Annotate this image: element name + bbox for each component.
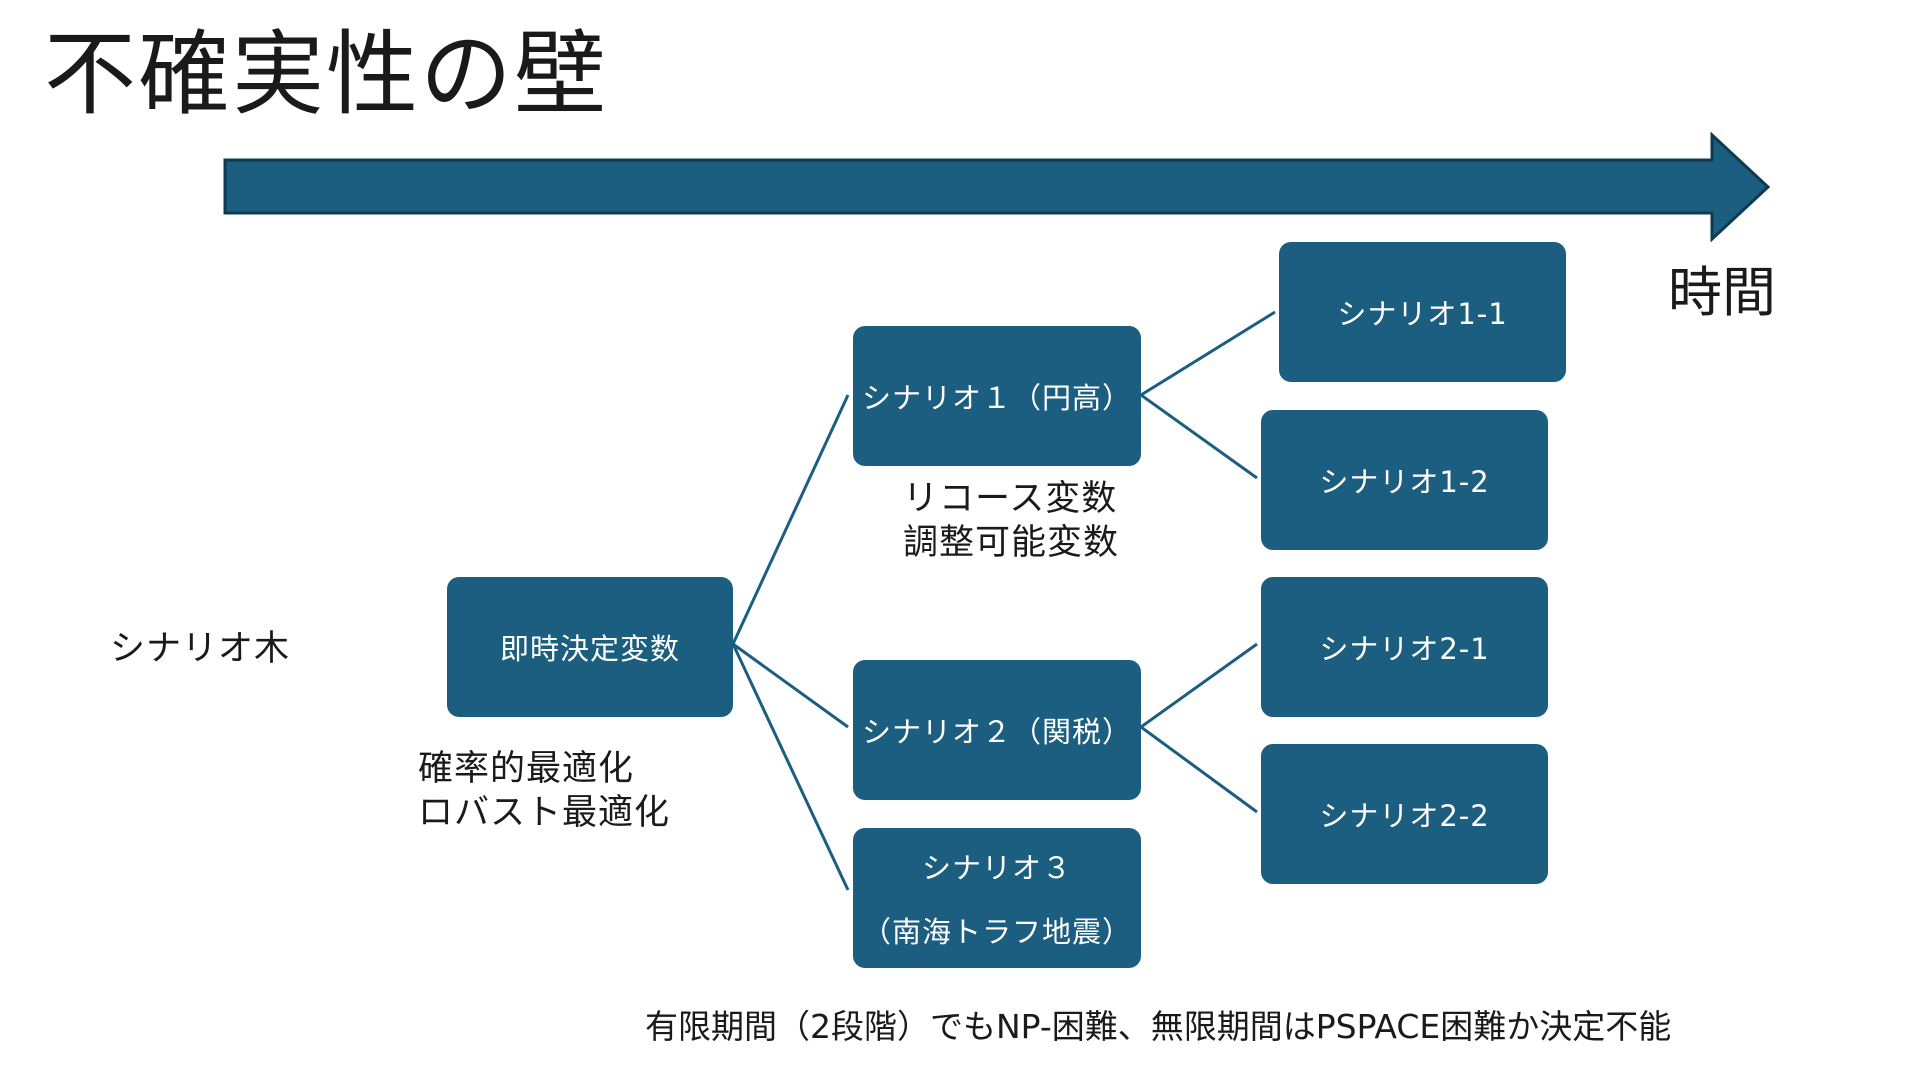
scenario-1-2-node[interactable]: シナリオ1-2 — [1261, 410, 1548, 550]
connector-root-s1 — [731, 394, 850, 645]
stage1-notes: リコース変数 調整可能変数 — [903, 478, 1119, 566]
root-note-robust: ロバスト最適化 — [418, 792, 671, 833]
root-note-stochastic: 確率的最適化 — [418, 749, 635, 789]
scenario-tree-label: シナリオ木 — [110, 629, 291, 669]
scenario-1-2-label: シナリオ1-2 — [1319, 465, 1490, 499]
scenario-1-1-node[interactable]: シナリオ1-1 — [1279, 242, 1566, 382]
footer-note: 有限期間（2段階）でもNP-困難、無限期間はPSPACE困難か決定不能 — [645, 1007, 1672, 1046]
timeline-arrow — [223, 131, 1771, 243]
scenario-3-label: シナリオ３ — [921, 851, 1072, 885]
timeline-label: 時間 — [1668, 261, 1776, 324]
connector-root-s3 — [731, 643, 850, 891]
root-node[interactable]: 即時決定変数 — [447, 577, 733, 717]
scenario-2-1-node[interactable]: シナリオ2-1 — [1261, 577, 1548, 717]
scenario-1-node[interactable]: シナリオ１（円高） — [853, 326, 1141, 466]
root-node-label: 即時決定変数 — [499, 632, 680, 666]
scenario-2-2-node[interactable]: シナリオ2-2 — [1261, 744, 1548, 884]
scenario-3-sublabel: （南海トラフ地震） — [861, 915, 1132, 949]
scenario-2-label: シナリオ２（関税） — [861, 715, 1132, 749]
connector-root-s2 — [732, 642, 849, 729]
scenario-3-node[interactable]: シナリオ３ （南海トラフ地震） — [853, 828, 1141, 968]
scenario-1-1-label: シナリオ1-1 — [1337, 297, 1508, 331]
connector-s2-s21 — [1140, 642, 1258, 729]
connector-s1-s12 — [1140, 393, 1258, 480]
connector-s1-s11 — [1140, 310, 1276, 397]
root-notes: 確率的最適化 ロバスト最適化 — [418, 748, 670, 836]
stage1-note-recourse: リコース変数 — [903, 479, 1118, 519]
scenario-2-node[interactable]: シナリオ２（関税） — [853, 660, 1141, 800]
stage1-note-adjustable: 調整可能変数 — [903, 522, 1120, 563]
connector-s2-s22 — [1140, 725, 1258, 814]
scenario-1-label: シナリオ１（円高） — [861, 381, 1132, 415]
page-title: 不確実性の壁 — [44, 21, 609, 128]
scenario-2-1-label: シナリオ2-1 — [1319, 632, 1490, 666]
scenario-2-2-label: シナリオ2-2 — [1319, 799, 1490, 833]
